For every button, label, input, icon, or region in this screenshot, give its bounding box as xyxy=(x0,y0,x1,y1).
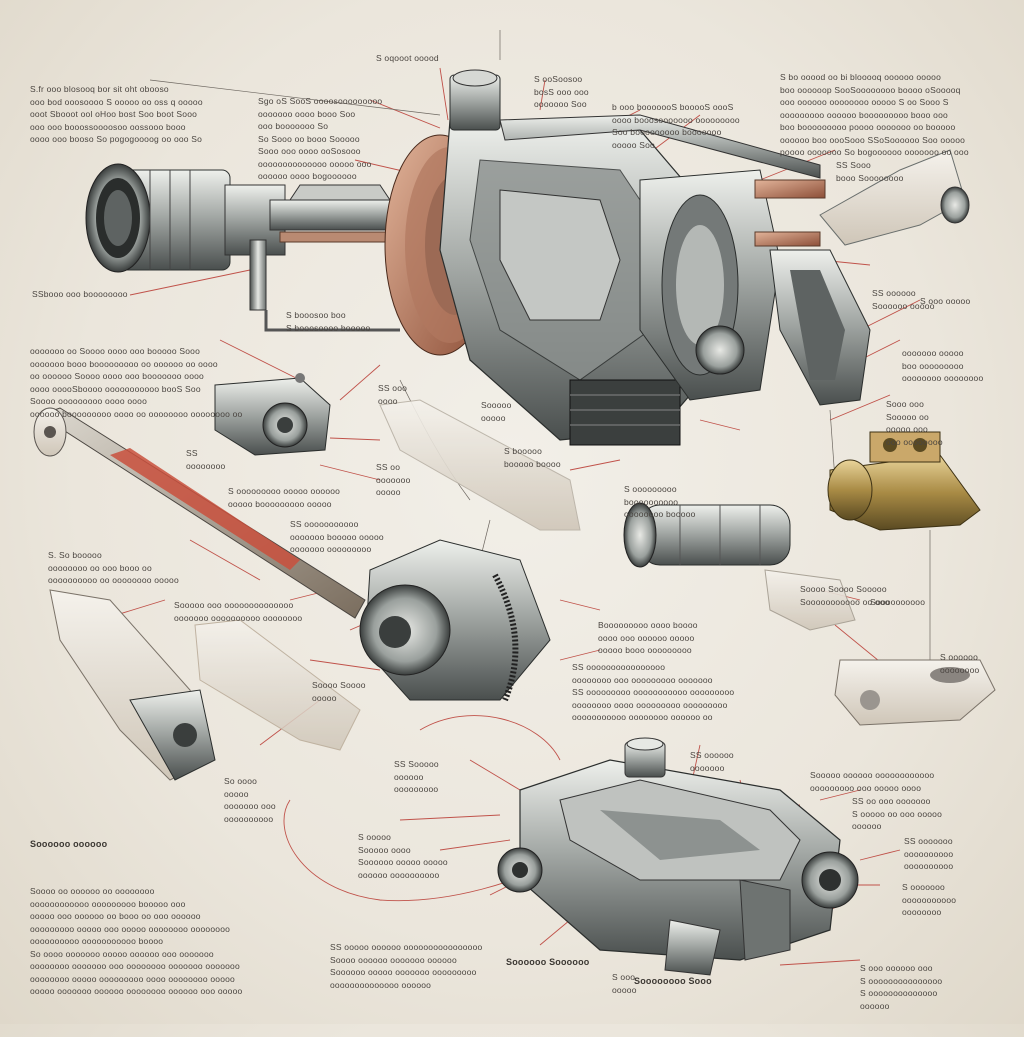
pump-housing-icon xyxy=(214,373,331,456)
carburetor-icon xyxy=(827,431,981,531)
tube-housing xyxy=(623,502,791,568)
bottom-left-title: Soooooo oooooo xyxy=(30,839,108,849)
linkage-arm-icon xyxy=(33,407,366,619)
callout-top-a: S oqooot ooood xyxy=(376,53,439,63)
gear-icon xyxy=(695,325,745,375)
right-bracket xyxy=(834,659,996,726)
callout-left-mid-label: SSbooo ooo boooooooo xyxy=(32,289,128,299)
callout-right-low-b: Soooooooooo xyxy=(870,597,926,607)
bottom-label-c: Soooooooo Sooo xyxy=(634,976,712,986)
left-gearbox xyxy=(49,589,361,781)
bottom-engine-block xyxy=(497,737,859,976)
ghost-bracket xyxy=(379,399,581,531)
main-engine-assembly xyxy=(85,69,970,446)
bottom-label-a: Soooooo Soooooo xyxy=(506,957,590,967)
cylinder-cap-icon xyxy=(85,163,286,273)
center-pump-gear xyxy=(359,539,551,702)
callout-right-mid-b: S ooo ooooo xyxy=(920,296,971,306)
ghost-housing xyxy=(764,569,856,631)
